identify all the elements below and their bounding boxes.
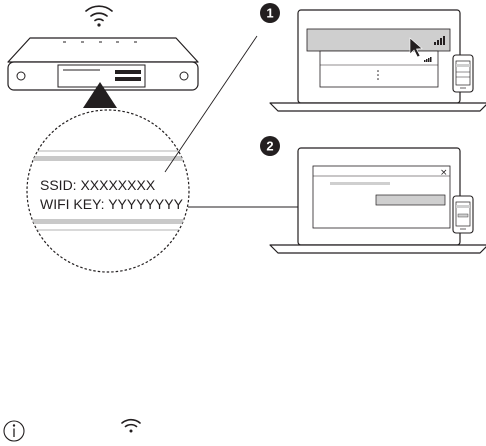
svg-text:2: 2 bbox=[266, 139, 273, 154]
step-1-badge: 1 bbox=[260, 3, 280, 23]
wifi-icon bbox=[122, 420, 140, 433]
router-label-sticker bbox=[58, 65, 145, 87]
ssid-label: SSID: XXXXXXXX bbox=[40, 177, 156, 193]
info-icon bbox=[4, 421, 24, 441]
step-2-phone bbox=[453, 196, 473, 233]
label-magnifier: SSID: XXXXXXXX WIFI KEY: YYYYYYYY bbox=[20, 110, 200, 272]
wifi-password-dialog: × bbox=[313, 166, 450, 228]
router-wifi-icon bbox=[86, 6, 112, 26]
step-1-phone bbox=[453, 55, 473, 92]
close-icon: × bbox=[440, 168, 448, 178]
step-2-badge: 2 bbox=[260, 136, 280, 156]
wifi-key-label: WIFI KEY: YYYYYYYY bbox=[40, 196, 184, 212]
router-device bbox=[8, 38, 198, 90]
svg-text:1: 1 bbox=[266, 6, 273, 21]
